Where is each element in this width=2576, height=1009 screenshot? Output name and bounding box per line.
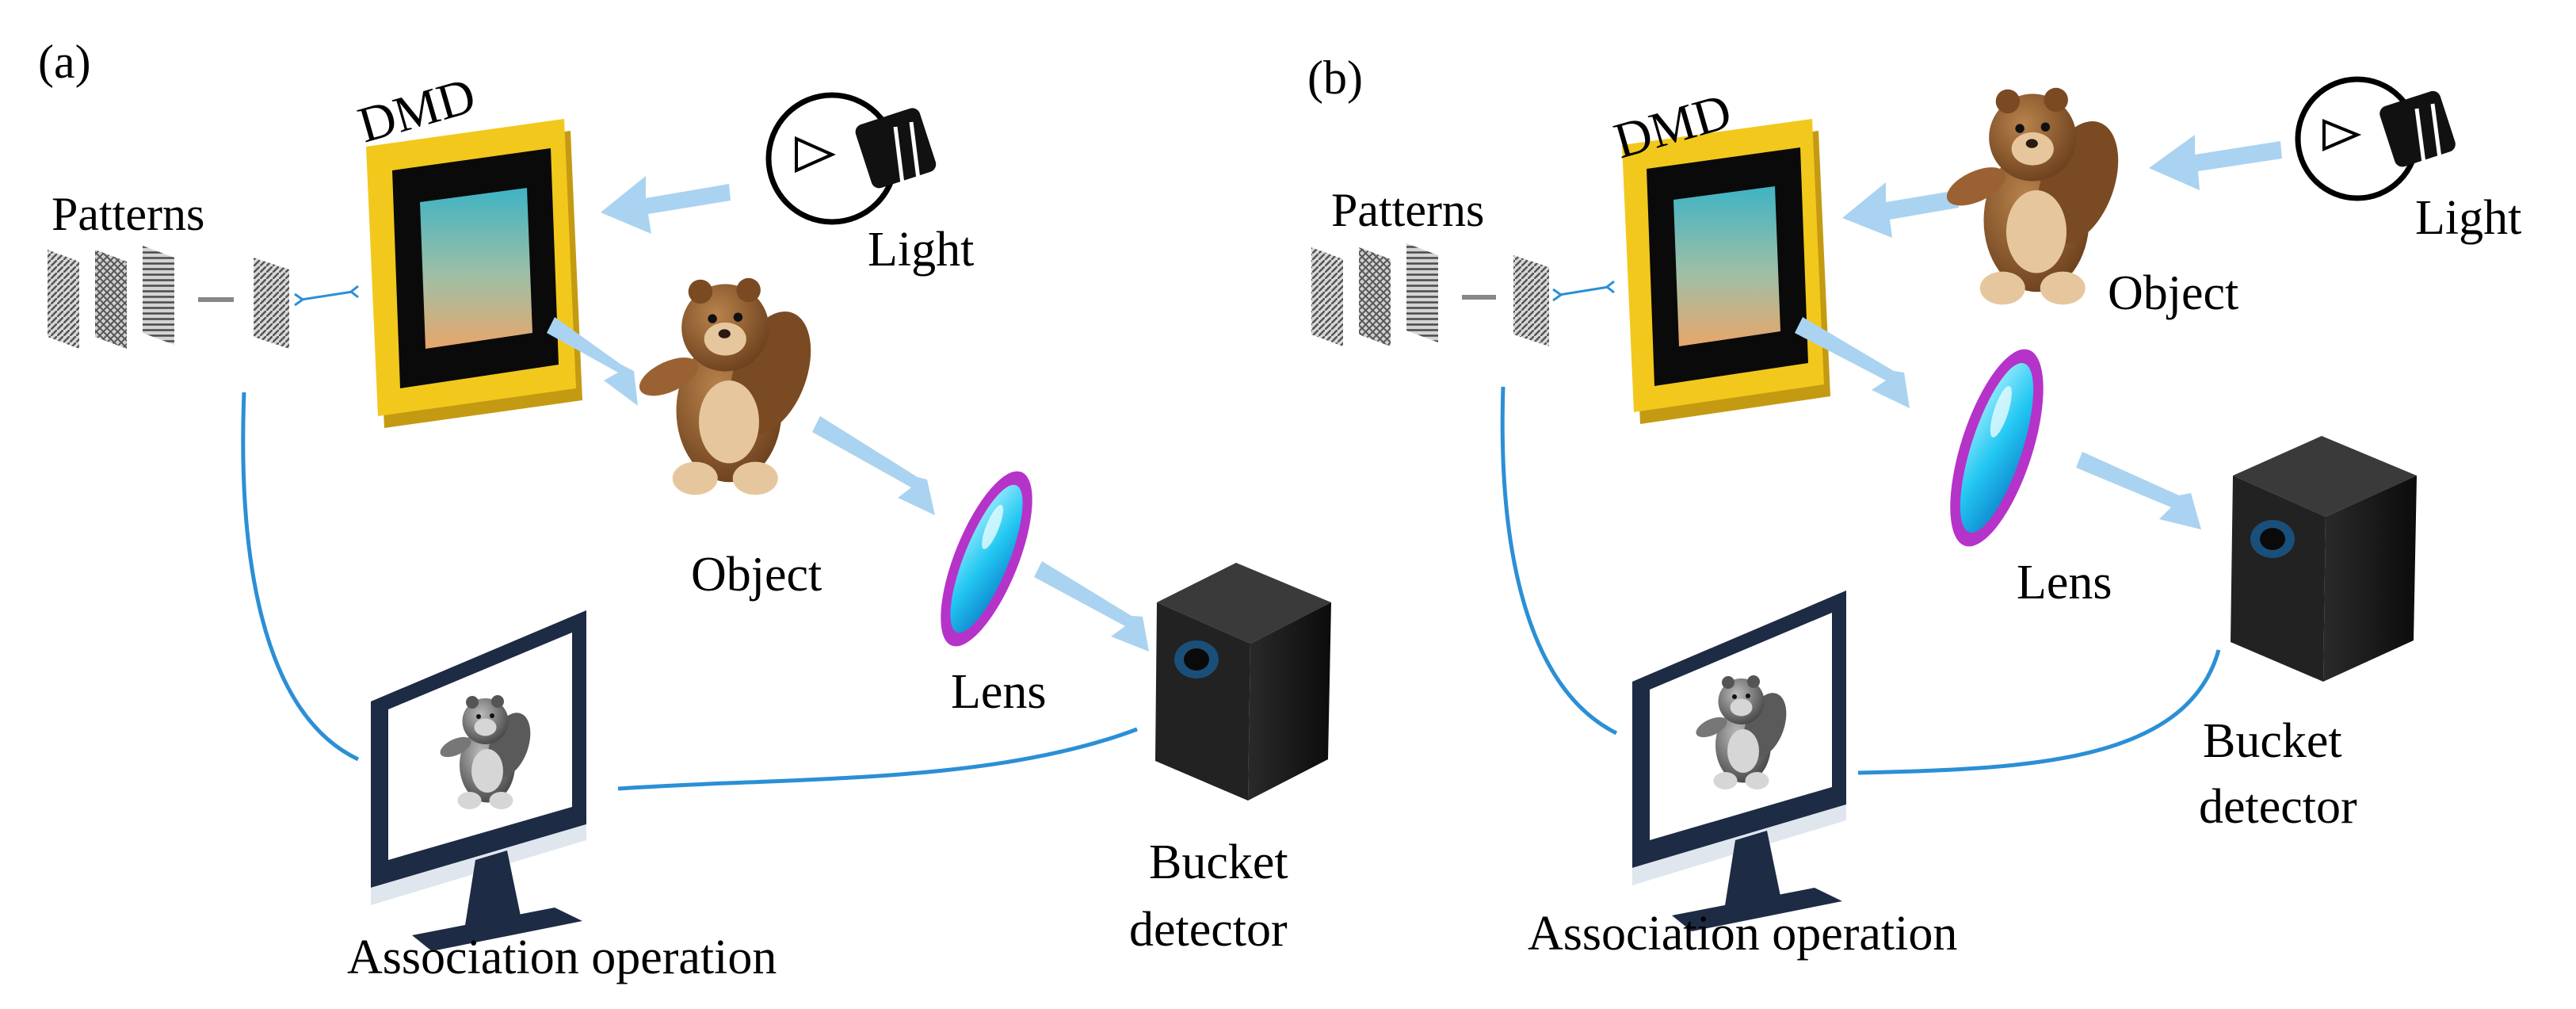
dmd-device xyxy=(366,119,582,428)
bucket-detector-label-line2-b: detector xyxy=(2199,780,2357,834)
association-label: Association operation xyxy=(347,931,777,984)
panel-b: (b) Patterns DMD Light xyxy=(1307,52,2521,961)
beam-lens-to-detector-b xyxy=(2076,452,2201,529)
bucket-detector-icon xyxy=(1155,563,1331,801)
light-label: Light xyxy=(868,223,974,277)
object-label-b: Object xyxy=(2108,266,2238,320)
patterns-label: Patterns xyxy=(52,188,204,240)
wire-patterns-to-monitor-b xyxy=(1500,386,1618,736)
beam-object-to-lens xyxy=(812,416,935,515)
light-label-b: Light xyxy=(2415,191,2521,245)
lens-icon-b xyxy=(1950,349,2044,547)
monitor-icon-b xyxy=(1632,590,1846,931)
bucket-detector-icon-b xyxy=(2231,436,2417,682)
wire-detector-to-monitor xyxy=(617,727,1138,791)
pattern-to-dmd-arrow xyxy=(300,290,353,301)
object-plush-toy xyxy=(633,277,826,495)
dmd-device-b xyxy=(1622,119,1830,424)
monitor-icon xyxy=(371,610,586,951)
beam-object-to-dmd-b xyxy=(1842,182,1959,238)
bucket-detector-label-line1-b: Bucket xyxy=(2203,714,2342,768)
beam-dmd-to-lens-b xyxy=(1795,317,1910,408)
light-bulb-icon-b xyxy=(2295,76,2456,201)
panel-a-tag: (a) xyxy=(38,36,91,88)
object-plush-toy-b xyxy=(1941,87,2134,305)
beam-light-to-dmd xyxy=(601,176,731,234)
beam-dmd-to-object xyxy=(547,317,638,406)
lens-label: Lens xyxy=(951,665,1047,719)
panel-a: (a) Patterns DMD Light xyxy=(38,36,1331,984)
lens-label-b: Lens xyxy=(2017,556,2112,610)
lens-icon xyxy=(941,471,1032,647)
pattern-stack xyxy=(48,246,289,349)
beam-light-to-object-b xyxy=(2149,135,2282,190)
light-bulb-icon xyxy=(765,92,937,225)
bucket-detector-label-line1: Bucket xyxy=(1149,835,1288,889)
bucket-detector-label-line2: detector xyxy=(1129,903,1288,957)
beam-lens-to-detector xyxy=(1034,561,1149,652)
pattern-stack-b xyxy=(1311,243,1549,346)
object-label: Object xyxy=(691,548,822,602)
panel-b-tag: (b) xyxy=(1307,52,1363,104)
wire-detector-to-monitor-b xyxy=(1857,649,2221,775)
wire-patterns-to-monitor xyxy=(241,392,360,762)
patterns-label-b: Patterns xyxy=(1331,184,1484,236)
association-label-b: Association operation xyxy=(1528,907,1957,961)
